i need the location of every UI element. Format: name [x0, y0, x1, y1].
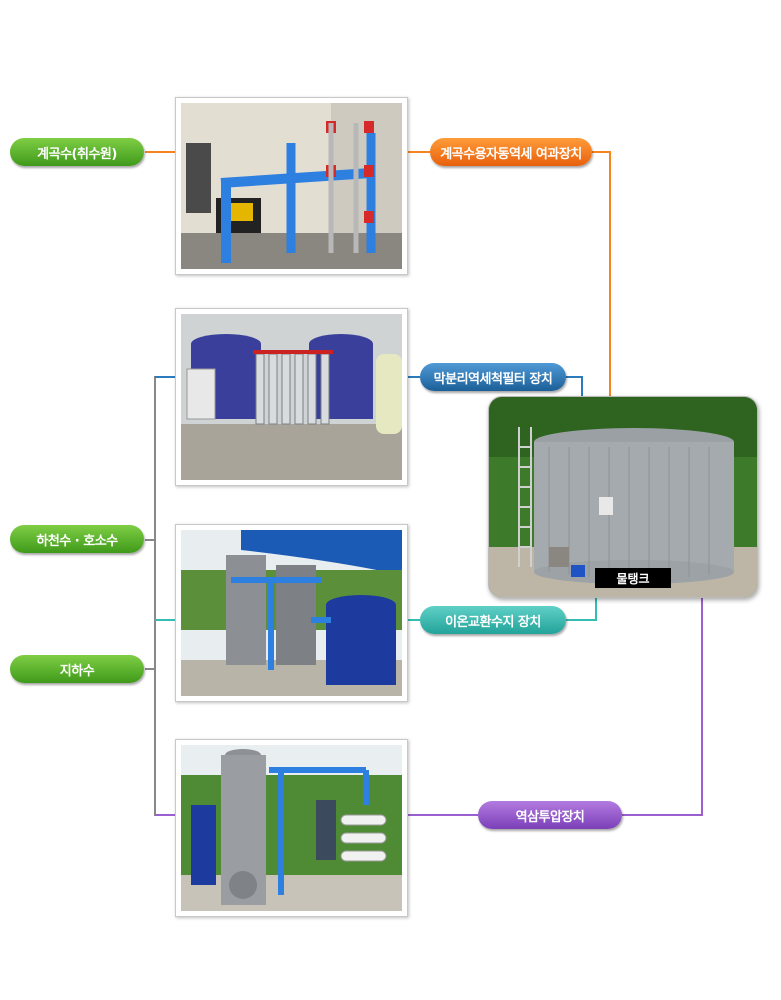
membrane-filter-image: [181, 314, 402, 480]
photo-ion-exchange: [175, 524, 408, 702]
label-ion-exchange: 이온교환수지 장치: [420, 606, 566, 634]
line-ro-label-to-tank: [622, 596, 703, 816]
stream-filter-image: [181, 103, 402, 269]
reverse-osmosis-image: [181, 745, 402, 911]
water-tank-image: [489, 397, 757, 597]
ion-exchange-image: [181, 530, 402, 696]
tank-label: 물탱크: [595, 568, 671, 588]
source-river-lake: 하천수 · 호소수: [10, 525, 144, 553]
line-ion-label-to-tank: [566, 596, 597, 621]
source-groundwater: 지하수: [10, 655, 144, 683]
line-membrane-label-to-tank: [566, 376, 583, 396]
photo-water-tank: 물탱크: [488, 396, 758, 598]
photo-reverse-osmosis: [175, 739, 408, 917]
line-source-bracket: [154, 376, 176, 816]
source-stream: 계곡수(취수원): [10, 138, 144, 166]
photo-stream-filter: [175, 97, 408, 275]
photo-membrane-filter: [175, 308, 408, 486]
label-stream-filter: 계곡수용자동역세 여과장치: [430, 138, 592, 166]
line-label-to-tank: [592, 151, 611, 396]
label-membrane-filter: 막분리역세척필터 장치: [420, 363, 566, 391]
label-reverse-osmosis: 역삼투압장치: [478, 801, 622, 829]
